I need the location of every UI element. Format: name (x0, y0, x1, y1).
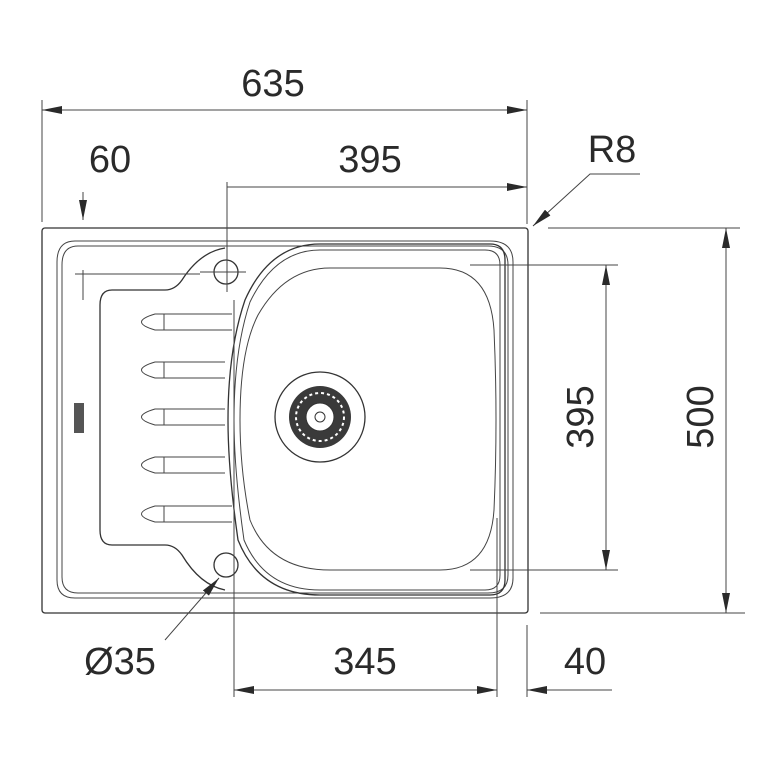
corner-radius-label: R8 (588, 129, 637, 171)
edge-offset-label: 40 (564, 641, 606, 683)
sink-outline (41, 227, 529, 614)
bowl-width-bottom-label: 345 (333, 641, 396, 683)
tap-holes (200, 259, 246, 578)
drainer-area (99, 247, 226, 591)
bowl-width-top-label: 395 (338, 139, 401, 181)
dimension-lines (41, 100, 745, 697)
drainer-grooves (74, 313, 232, 523)
overall-width-label: 635 (241, 63, 304, 105)
bowl (227, 243, 506, 596)
tap-hole-diameter-label: Ø35 (84, 641, 156, 683)
drain-rim (274, 371, 366, 463)
overflow-icon (74, 403, 84, 433)
dimension-labels: 635 60 395 R8 395 500 345 40 Ø35 (84, 63, 722, 683)
bowl-depth-label: 395 (560, 385, 602, 448)
overall-depth-label: 500 (680, 385, 722, 448)
bowl-offset-label: 60 (89, 139, 131, 181)
